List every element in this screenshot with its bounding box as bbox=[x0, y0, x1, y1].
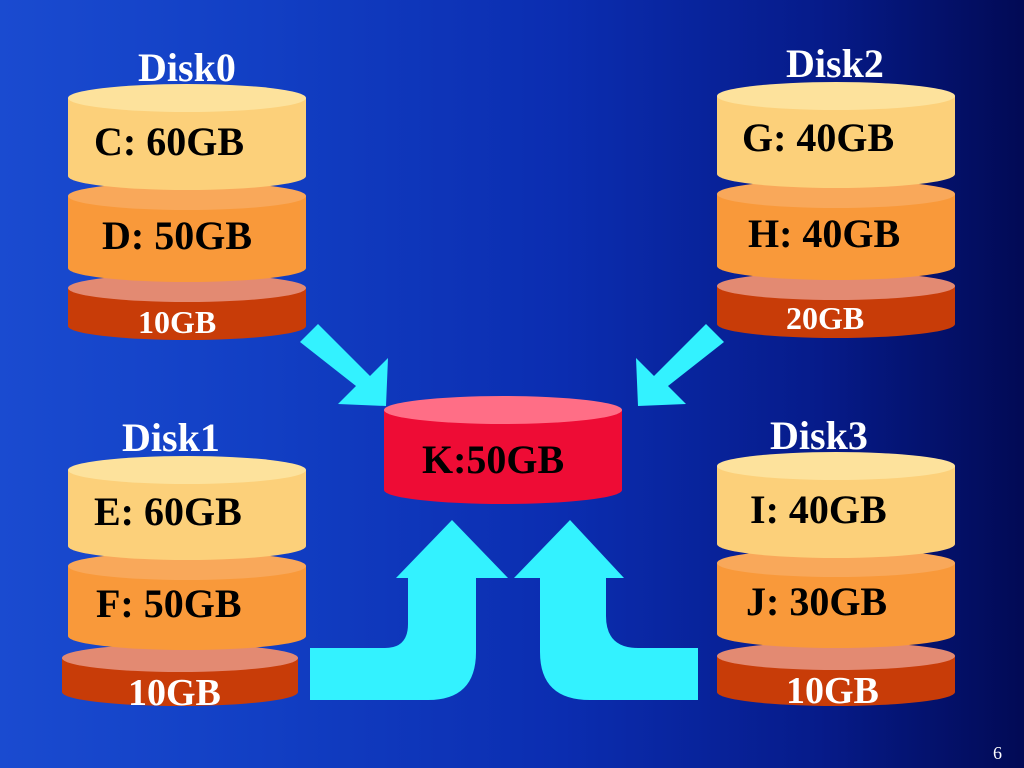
disk0-free-segment bbox=[68, 274, 306, 340]
partition-h-label: H: 40GB bbox=[748, 211, 901, 256]
disk2-free-label: 20GB bbox=[786, 300, 865, 336]
arrow-disk0-to-volume bbox=[300, 324, 388, 406]
disk2-partition-g bbox=[717, 82, 955, 188]
disk2-title: Disk2 bbox=[786, 41, 884, 86]
partition-g-label: G: 40GB bbox=[742, 115, 895, 160]
disk1-free-segment bbox=[62, 644, 298, 706]
disk3-stack bbox=[717, 452, 955, 706]
disk1-stack bbox=[62, 456, 306, 706]
disk1-partition-f bbox=[68, 552, 306, 650]
partition-f-label: F: 50GB bbox=[96, 581, 242, 626]
disk0-partition-c bbox=[68, 84, 306, 190]
disk3-title: Disk3 bbox=[770, 413, 868, 458]
partition-c-label: C: 60GB bbox=[94, 119, 244, 164]
arrow-disk1-to-volume bbox=[310, 520, 508, 700]
disk1-free-label: 10GB bbox=[128, 672, 221, 714]
disk0-stack bbox=[68, 84, 306, 340]
page-number: 6 bbox=[993, 743, 1002, 763]
arrow-disk3-to-volume bbox=[514, 520, 698, 700]
disk2-free-segment bbox=[717, 272, 955, 338]
arrow-disk2-to-volume bbox=[636, 324, 724, 406]
disk0-title: Disk0 bbox=[138, 45, 236, 90]
spanned-volume-cylinder bbox=[384, 396, 622, 504]
partition-i-label: I: 40GB bbox=[750, 487, 887, 532]
disk0-partition-d bbox=[68, 182, 306, 282]
partition-d-label: D: 50GB bbox=[102, 213, 252, 258]
disk3-free-segment bbox=[717, 642, 955, 706]
disk1-title: Disk1 bbox=[122, 415, 220, 460]
partition-e-label: E: 60GB bbox=[94, 489, 242, 534]
partition-j-label: J: 30GB bbox=[746, 579, 888, 624]
disk3-free-label: 10GB bbox=[786, 670, 879, 712]
disk1-partition-e bbox=[68, 456, 306, 560]
disk2-stack bbox=[717, 82, 955, 338]
disk0-free-label: 10GB bbox=[138, 304, 217, 340]
disk3-partition-i bbox=[717, 452, 955, 558]
spanned-volume-label: K:50GB bbox=[422, 437, 565, 482]
disk2-partition-h bbox=[717, 180, 955, 280]
